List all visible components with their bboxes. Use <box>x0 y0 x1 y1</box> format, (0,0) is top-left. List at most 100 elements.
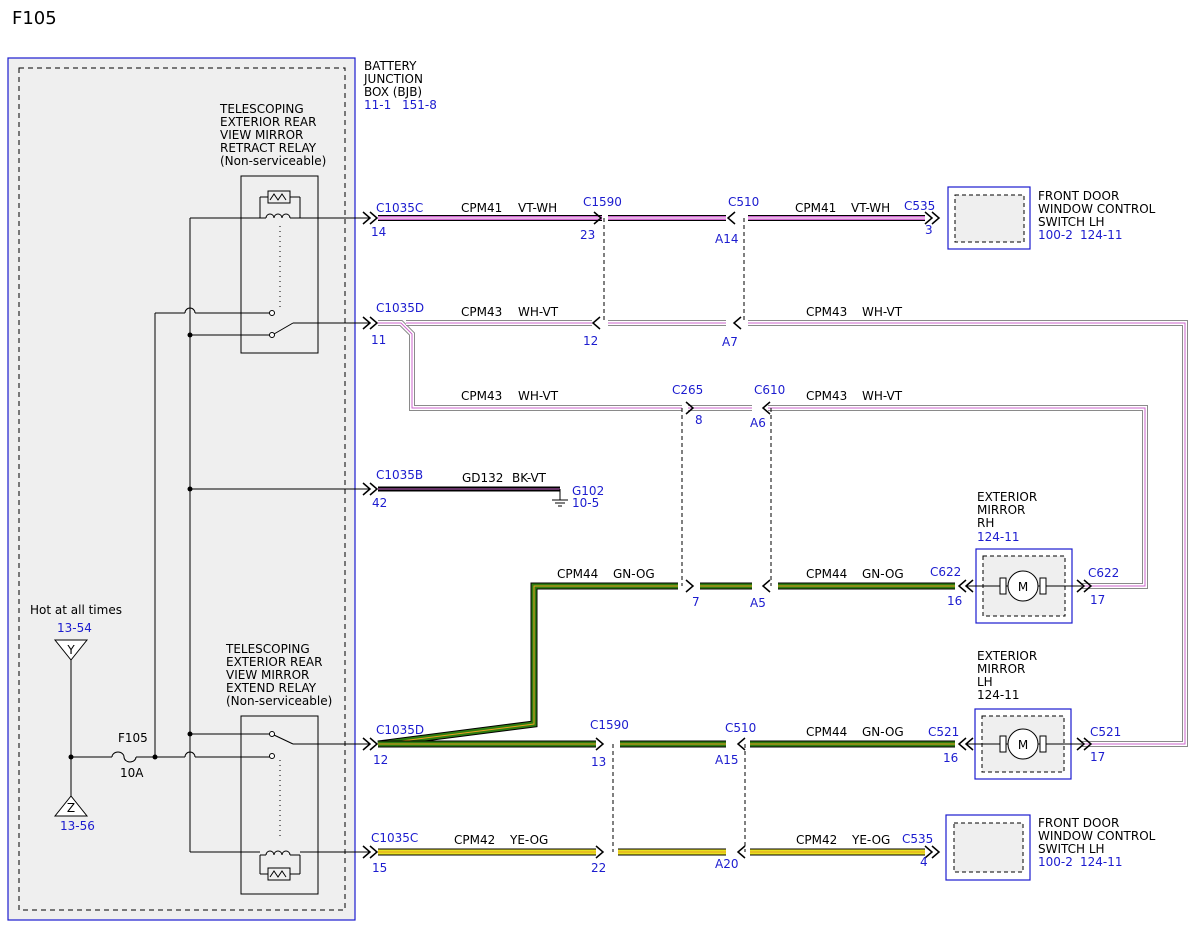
retract-relay-label-1: TELESCOPING <box>219 102 304 116</box>
mirror-rh-label-2: MIRROR <box>977 503 1025 517</box>
wire-label-color: VT-WH <box>518 201 557 215</box>
power-ref-z[interactable]: 13-56 <box>60 819 95 833</box>
connector-c622-left[interactable]: C622 <box>930 565 961 579</box>
wire-label-color: GN-OG <box>613 567 655 581</box>
ground-g102[interactable]: G102 <box>572 484 604 498</box>
pin-a5: A5 <box>750 596 766 610</box>
bjb-label-1: BATTERY <box>364 59 417 73</box>
connector-c610[interactable]: C610 <box>754 383 785 397</box>
pin-42: 42 <box>372 496 387 510</box>
pin-22: 22 <box>591 861 606 875</box>
pin-a7: A7 <box>722 335 738 349</box>
wire-label-circuit: CPM44 <box>557 567 598 581</box>
power-ref-y[interactable]: 13-54 <box>57 621 92 635</box>
pin-13: 13 <box>591 755 606 769</box>
retract-relay-label-5: (Non-serviceable) <box>220 154 326 168</box>
power-symbol-y: Y <box>53 639 89 661</box>
connector-c535-top[interactable]: C535 <box>904 199 935 213</box>
pin-12-c1590: 12 <box>583 334 598 348</box>
switch-bottom-label-3: SWITCH LH <box>1038 842 1105 856</box>
connector-c521-left[interactable]: C521 <box>928 725 959 739</box>
wire-label-circuit: CPM44 <box>806 725 847 739</box>
wire-label-circuit: CPM42 <box>796 833 837 847</box>
extend-relay-label-4: EXTEND RELAY <box>226 681 317 695</box>
pin-a15: A15 <box>715 753 738 767</box>
connector-c521-right[interactable]: C521 <box>1090 725 1121 739</box>
connector-c1590-top[interactable]: C1590 <box>583 195 622 209</box>
extend-relay-label-5: (Non-serviceable) <box>226 694 332 708</box>
splice-dot <box>68 754 74 760</box>
pin-11: 11 <box>371 333 386 347</box>
page-title: F105 <box>12 8 57 29</box>
front-door-switch-bottom[interactable] <box>945 814 1031 881</box>
fuse-label: F105 <box>118 731 148 745</box>
mirror-rh-label-3: RH <box>977 516 994 530</box>
connector-c1035b[interactable]: C1035B <box>376 468 423 482</box>
pin-3: 3 <box>925 223 933 237</box>
pin-16-rh: 16 <box>947 594 962 608</box>
pin-15: 15 <box>372 861 387 875</box>
switch-bottom-ref-1[interactable]: 100-2 <box>1038 855 1073 869</box>
wire-label-circuit: CPM44 <box>806 567 847 581</box>
connector-c510-top[interactable]: C510 <box>728 195 759 209</box>
pin-8: 8 <box>695 413 703 427</box>
connector-c622-right[interactable]: C622 <box>1088 566 1119 580</box>
pin-a6: A6 <box>750 416 766 430</box>
connector-c1035d-bottom[interactable]: C1035D <box>376 723 424 737</box>
fuse-rating: 10A <box>120 766 144 780</box>
switch-bottom-ref-2[interactable]: 124-11 <box>1080 855 1123 869</box>
bjb-label-2: JUNCTION <box>363 72 423 86</box>
wire-label-circuit: GD132 <box>462 471 503 485</box>
switch-top-ref-1[interactable]: 100-2 <box>1038 228 1073 242</box>
pin-a20: A20 <box>715 857 738 871</box>
exterior-mirror-lh[interactable] <box>966 708 1082 780</box>
wire-gd132 <box>378 486 568 507</box>
bjb-ref-2[interactable]: 151-8 <box>402 98 437 112</box>
switch-top-label-1: FRONT DOOR <box>1038 189 1119 203</box>
connector-c265[interactable]: C265 <box>672 383 703 397</box>
connector-c1590-mid[interactable]: C1590 <box>590 718 629 732</box>
connector-c535-bottom[interactable]: C535 <box>902 832 933 846</box>
wire-label-circuit: CPM41 <box>461 201 502 215</box>
wire-label-color: BK-VT <box>512 471 547 485</box>
motor-icon: M <box>1018 580 1028 594</box>
connector-c1035c-top[interactable]: C1035C <box>376 201 423 215</box>
pin-16-lh: 16 <box>943 751 958 765</box>
mirror-lh-ref[interactable]: 124-11 <box>977 688 1020 702</box>
wire-label-color: YE-OG <box>851 833 890 847</box>
front-door-switch-top[interactable] <box>947 186 1031 250</box>
wire-label-color: GN-OG <box>862 725 904 739</box>
mirror-rh-ref[interactable]: 124-11 <box>977 530 1020 544</box>
mirror-lh-label-2: MIRROR <box>977 662 1025 676</box>
mirror-lh-label-1: EXTERIOR <box>977 649 1037 663</box>
hot-at-all-times-label: Hot at all times <box>30 603 122 617</box>
motor-icon: M <box>1018 738 1028 752</box>
mirror-rh-label-1: EXTERIOR <box>977 490 1037 504</box>
retract-relay <box>240 175 319 354</box>
wire-label-color: GN-OG <box>862 567 904 581</box>
wire-label-color: YE-OG <box>509 833 548 847</box>
connector-dashed-links <box>603 218 772 852</box>
wire-cpm44 <box>377 582 955 748</box>
retract-relay-label-3: VIEW MIRROR <box>220 128 303 142</box>
wire-label-color: VT-WH <box>851 201 890 215</box>
ground-ref[interactable]: 10-5 <box>572 496 599 510</box>
wire-label-circuit: CPM43 <box>461 389 502 403</box>
switch-bottom-label-1: FRONT DOOR <box>1038 816 1119 830</box>
exterior-mirror-rh[interactable] <box>966 548 1082 624</box>
extend-relay-label-3: VIEW MIRROR <box>226 668 309 682</box>
bjb-ref-1[interactable]: 11-1 <box>364 98 391 112</box>
splice-dot <box>187 731 193 737</box>
wire-label-color: WH-VT <box>862 389 903 403</box>
retract-relay-label-4: RETRACT RELAY <box>220 141 317 155</box>
wire-label-color: WH-VT <box>518 305 559 319</box>
pin-17-lh: 17 <box>1090 750 1105 764</box>
connector-c1035c-bottom[interactable]: C1035C <box>371 831 418 845</box>
connector-c1035d-top[interactable]: C1035D <box>376 301 424 315</box>
pin-14: 14 <box>371 225 386 239</box>
connector-arrows <box>362 211 1093 859</box>
pin-23: 23 <box>580 228 595 242</box>
switch-top-ref-2[interactable]: 124-11 <box>1080 228 1123 242</box>
connector-c510-mid[interactable]: C510 <box>725 721 756 735</box>
splice-dot <box>187 332 193 338</box>
